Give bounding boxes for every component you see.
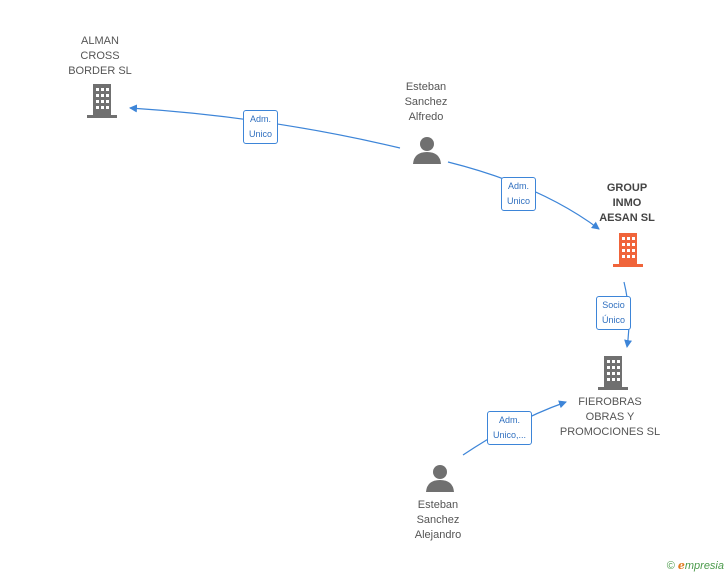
node-label-fierobras[interactable]: FIEROBRAS OBRAS Y PROMOCIONES SL bbox=[559, 396, 661, 438]
edge-label-alfredo-group[interactable]: Adm. Unico bbox=[501, 177, 537, 211]
person-icon-esteban-alejandro[interactable] bbox=[425, 464, 455, 492]
brand-logo-initial: e bbox=[677, 559, 685, 572]
node-label-alman[interactable]: ALMAN CROSS BORDER SL bbox=[68, 35, 132, 77]
brand-footer: © empresia bbox=[667, 559, 724, 572]
edge-label-group-fierobras[interactable]: Socio Único bbox=[596, 296, 632, 330]
edge-label-alejandro-fierobras[interactable]: Adm. Unico,... bbox=[487, 411, 533, 445]
copyright-icon: © bbox=[666, 560, 675, 572]
building-icon-group-inmo[interactable] bbox=[612, 233, 644, 267]
building-icon-fierobras[interactable] bbox=[597, 356, 629, 390]
person-icon-esteban-alfredo[interactable] bbox=[412, 136, 442, 164]
node-label-group-inmo[interactable]: GROUP INMO AESAN SL bbox=[599, 182, 655, 224]
node-label-esteban-alejandro[interactable]: Esteban Sanchez Alejandro bbox=[414, 499, 462, 541]
edge-label-alfredo-alman[interactable]: Adm. Unico bbox=[243, 110, 279, 144]
brand-logo-text: mpresia bbox=[684, 560, 724, 572]
node-label-esteban-alfredo[interactable]: Esteban Sanchez Alfredo bbox=[404, 81, 448, 123]
building-icon-alman[interactable] bbox=[86, 84, 118, 118]
